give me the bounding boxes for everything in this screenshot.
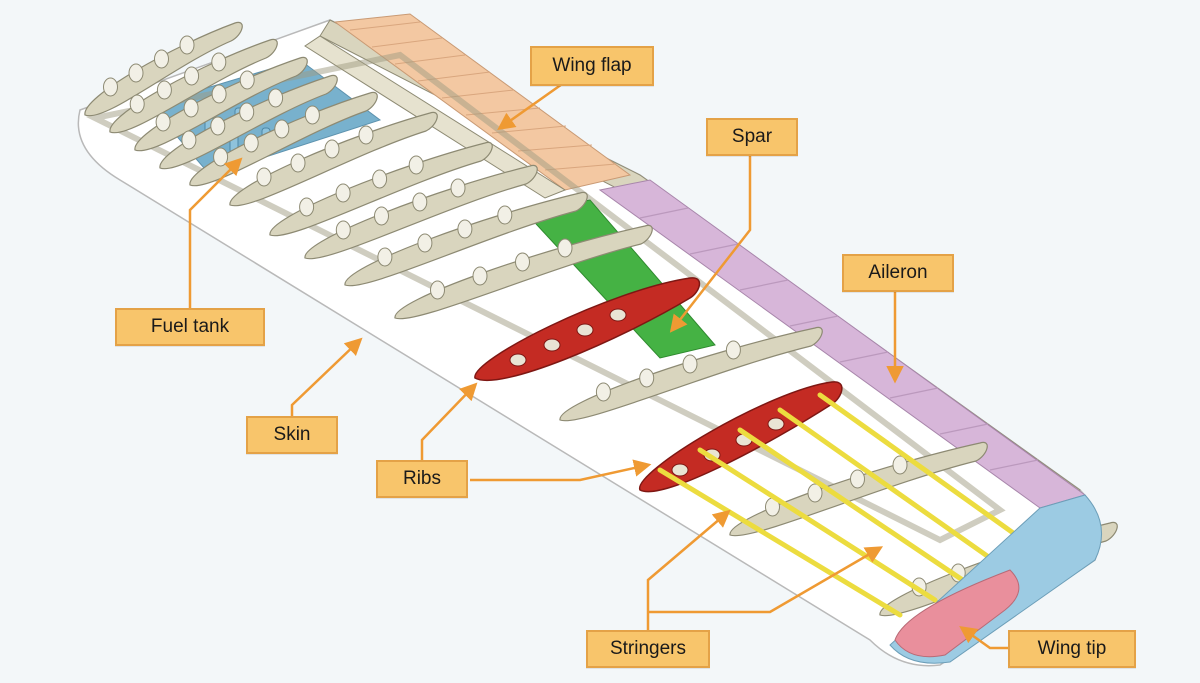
label-skin: Skin	[246, 416, 338, 454]
rib-lightening-hole	[372, 169, 388, 189]
ribs-leader-1	[420, 382, 478, 460]
rib-lightening-hole	[211, 52, 227, 72]
rib-lightening-hole	[103, 77, 118, 97]
grey-rib	[344, 191, 588, 287]
label-wing-flap: Wing flap	[530, 46, 654, 86]
rib-lightening-hole	[324, 139, 340, 159]
wing-tip-light	[894, 569, 1020, 658]
aileron-segments	[639, 207, 1039, 471]
grey-rib	[229, 111, 438, 207]
rib-lightening-hole	[155, 112, 171, 132]
rib-lightening-hole	[472, 266, 488, 286]
rib-lightening-hole	[256, 167, 272, 187]
grey-rib	[269, 141, 493, 237]
rib-lightening-hole	[184, 66, 200, 86]
rib-lightening-hole	[239, 70, 255, 90]
grey-rib	[304, 164, 538, 260]
ribs-leader-2	[470, 459, 652, 482]
rib-lightening-hole	[557, 238, 573, 258]
grey-rib	[394, 224, 653, 320]
rib-lightening-hole	[377, 247, 393, 267]
rib-lightening-hole	[515, 252, 530, 272]
rib-lightening-hole	[274, 119, 290, 139]
rib-lightening-hole	[408, 155, 424, 175]
rib-lightening-hole	[430, 280, 445, 300]
rib-lightening-hole	[179, 35, 195, 55]
label-fuel-tank: Fuel tank	[115, 308, 265, 346]
rib-lightening-hole	[682, 354, 698, 374]
rib-lightening-hole	[335, 220, 351, 240]
rib-lightening-hole	[335, 183, 351, 203]
rib-lightening-hole	[417, 233, 433, 253]
label-spar: Spar	[706, 118, 798, 156]
rib-lightening-hole	[892, 455, 908, 475]
rib-lightening-hole	[129, 94, 145, 114]
label-stringers: Stringers	[586, 630, 710, 668]
fuel-tank-leader	[188, 157, 243, 310]
grey-rib	[559, 326, 823, 422]
front-spar	[85, 51, 1006, 544]
rib-lightening-hole	[239, 102, 255, 122]
wing-tip-leader	[959, 625, 1008, 650]
spar-leader	[669, 155, 752, 333]
rib-lightening-hole	[725, 340, 741, 360]
stringers-leader-2	[648, 546, 884, 614]
rib-lightening-hole	[595, 382, 611, 402]
skin-leader	[290, 337, 363, 418]
stringers-leader-1	[646, 509, 731, 630]
rib-lightening-hole	[497, 205, 513, 225]
rib-lightening-hole	[374, 206, 389, 226]
rib-lightening-hole	[268, 88, 284, 108]
rib-lightening-hole	[156, 80, 172, 100]
label-ribs: Ribs	[376, 460, 468, 498]
rib-lightening-hole	[299, 197, 315, 217]
rib-lightening-hole	[358, 125, 374, 145]
stringers	[657, 392, 1033, 618]
rib-lightening-hole	[243, 133, 259, 153]
rib-lightening-hole	[450, 178, 466, 198]
rib-lightening-hole	[850, 469, 865, 489]
rib-lightening-hole	[807, 483, 823, 503]
rib-lightening-hole	[639, 368, 655, 388]
rib-lightening-hole	[210, 116, 226, 136]
rib-lightening-hole	[211, 84, 227, 104]
rib-lightening-hole	[154, 49, 169, 69]
rib-lightening-hole	[128, 63, 144, 83]
rib-lightening-hole	[304, 105, 320, 125]
rib-lightening-hole	[213, 147, 229, 167]
rib-lightening-hole	[290, 153, 306, 173]
rib-lightening-hole	[181, 130, 197, 150]
rib-lightening-hole	[457, 219, 473, 239]
label-aileron: Aileron	[842, 254, 954, 292]
grey-rib	[159, 74, 338, 170]
label-wing-tip: Wing tip	[1008, 630, 1136, 668]
rib-lightening-hole	[183, 98, 199, 118]
rib-lightening-hole	[412, 192, 428, 212]
